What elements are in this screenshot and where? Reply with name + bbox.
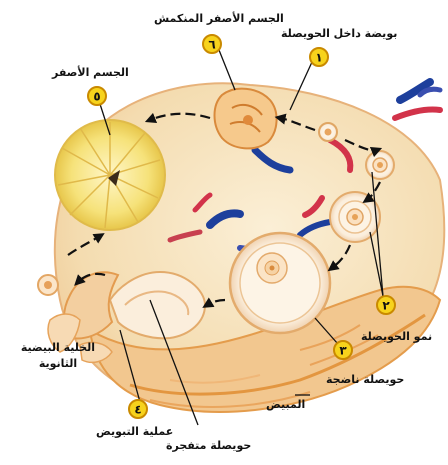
label-mature-follicle: حويصلة ناضجة: [326, 373, 404, 386]
badge-1: ١: [310, 48, 328, 66]
svg-text:٦: ٦: [208, 38, 215, 52]
corpus-luteum: [55, 120, 165, 230]
label-corpus-luteum: الجسم الأصفر: [52, 66, 129, 79]
badge-6: ٦: [203, 35, 221, 53]
svg-text:٥: ٥: [93, 90, 100, 104]
label-secondary-oocyte: الخلية البيضية الثانوية: [8, 340, 108, 372]
growing-follicle-large: [330, 192, 380, 242]
label-degenerating-corpus-luteum: الجسم الأصفر المنكمش: [154, 12, 284, 25]
svg-text:٤: ٤: [134, 403, 141, 417]
svg-text:١: ١: [315, 51, 322, 65]
label-ruptured-follicle: حويصلة متفجرة: [166, 439, 251, 452]
corpus-albicans: [215, 89, 277, 149]
badge-4: ٤: [129, 400, 147, 418]
svg-text:٢: ٢: [382, 299, 390, 313]
badge-3: ٣: [334, 341, 352, 359]
label-follicle-growth: نمو الحويصلة: [361, 330, 432, 343]
label-ovary: المبيض: [266, 398, 305, 411]
secondary-oocyte: [38, 275, 58, 295]
label-ovulation: عملية التبويض: [96, 425, 173, 438]
svg-text:٣: ٣: [339, 344, 347, 358]
badge-2: ٢: [377, 296, 395, 314]
badge-5: ٥: [88, 87, 106, 105]
label-oocyte-in-follicle: بويضة داخل الحويصلة: [281, 27, 397, 40]
growing-follicle-small: [366, 151, 394, 179]
